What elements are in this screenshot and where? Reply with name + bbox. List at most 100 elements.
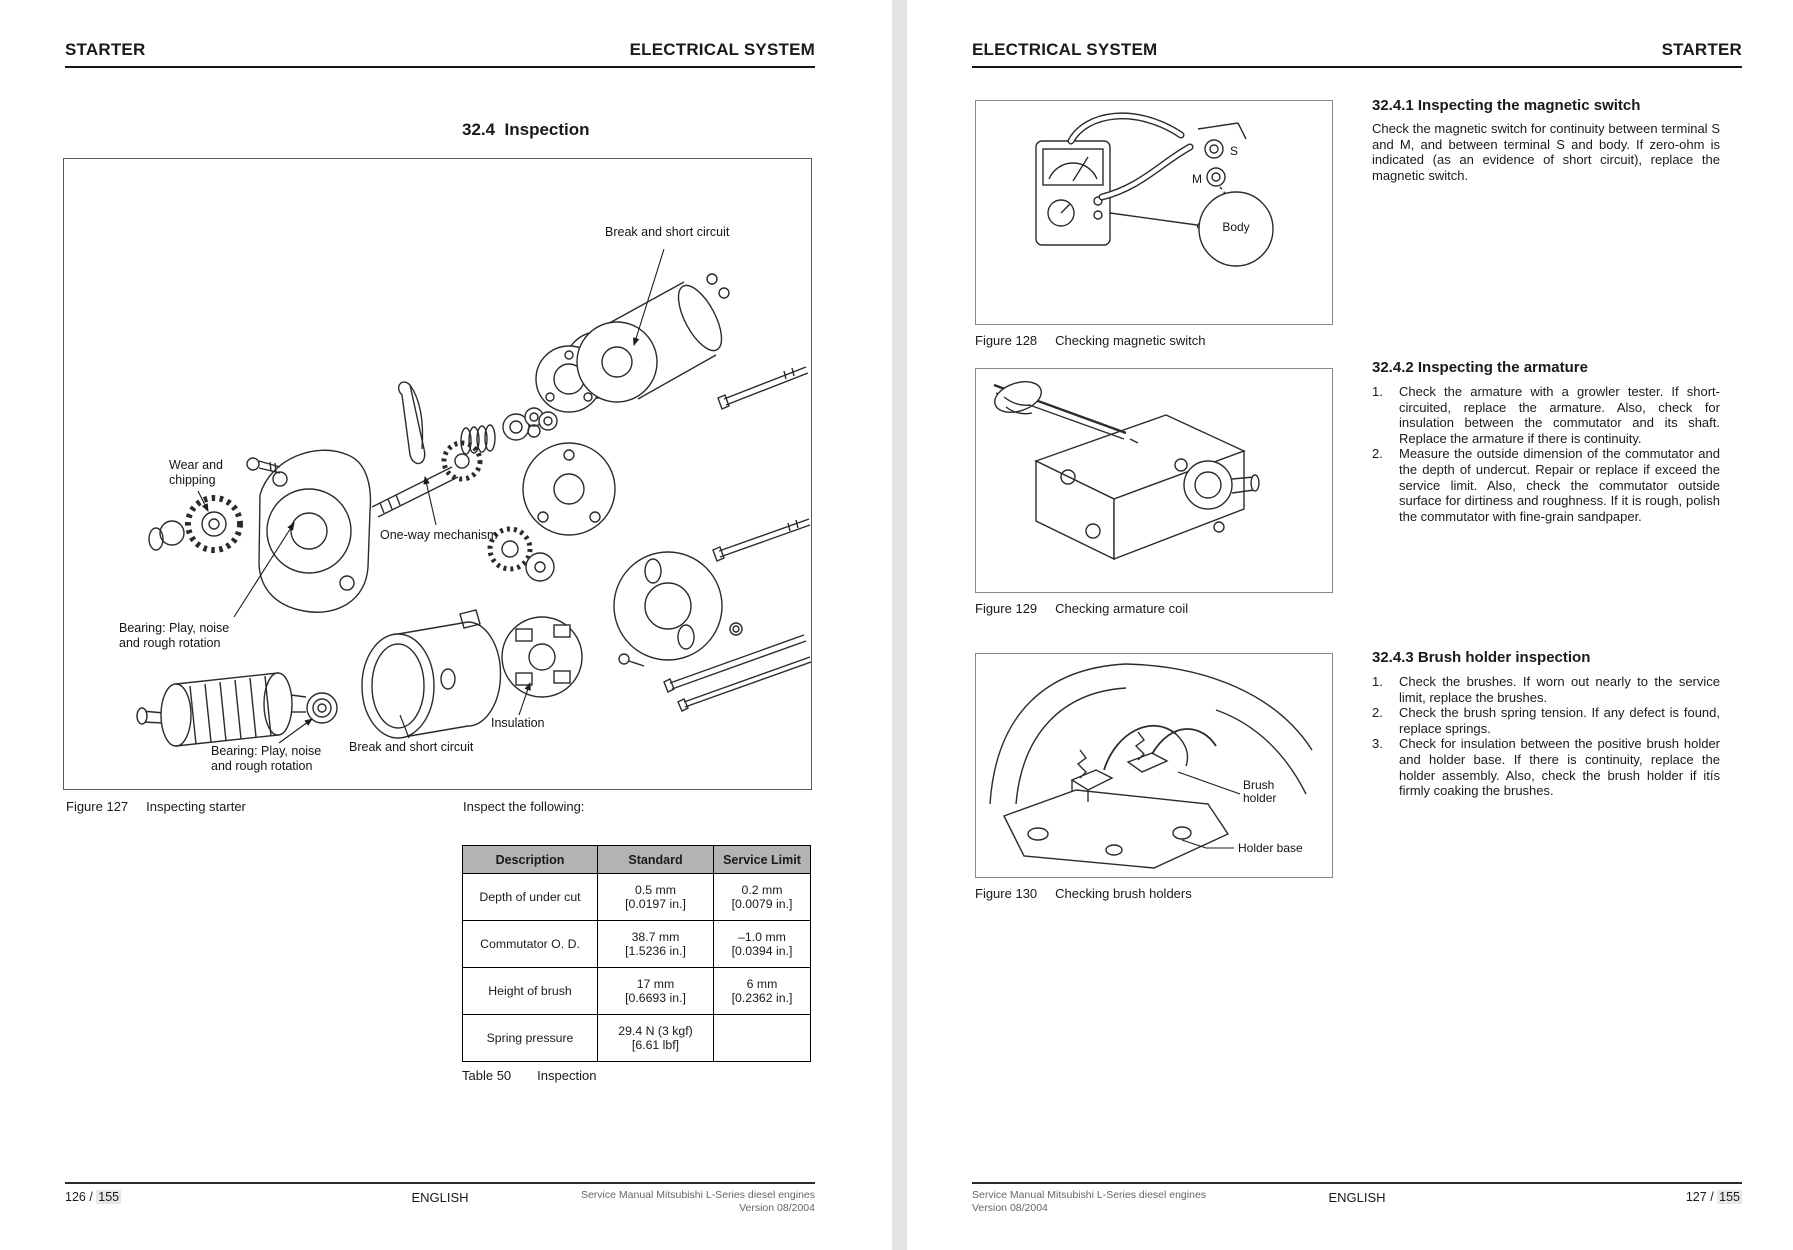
footer-rule (65, 1182, 815, 1184)
page-number-total-field[interactable]: 155 (1717, 1190, 1742, 1204)
magnetic-switch-drawing (576, 273, 730, 403)
page-header: ELECTRICAL SYSTEM STARTER (972, 40, 1742, 60)
footer-source-line1: Service Manual Mitsubishi L-Series diese… (972, 1189, 1207, 1201)
list-item-number: 1. (1372, 384, 1383, 399)
cell-description: Commutator O. D. (462, 920, 598, 968)
page-header: STARTER ELECTRICAL SYSTEM (65, 40, 815, 60)
body-terminal-drawing (1109, 191, 1274, 267)
spring-washers-drawing (460, 407, 544, 455)
list-32-4-3: 1. Check the brushes. If worn out nearly… (1372, 674, 1720, 799)
page-number: 126 / 155 (65, 1190, 122, 1204)
brush-holder-label: Brush holder (1243, 778, 1277, 805)
header-section-left: ELECTRICAL SYSTEM (972, 40, 1158, 59)
clutch-shaft-drawing (371, 440, 483, 518)
list-item: 2. Check the brush spring tension. If an… (1372, 705, 1720, 736)
pinion-gear-drawing (148, 495, 243, 553)
holder-base-label: Holder base (1238, 841, 1303, 855)
callout-wear-and-chipping: Wear and chipping (169, 458, 223, 487)
list-item-text: Measure the outside dimension of the com… (1399, 446, 1720, 524)
page-number-total-field[interactable]: 155 (96, 1190, 122, 1204)
armature-block-drawing (1034, 414, 1260, 561)
list-item: 1. Check the brushes. If worn out nearly… (1372, 674, 1720, 705)
table-row: Commutator O. D. 38.7 mm [1.5236 in.] –1… (462, 920, 811, 968)
screw-drawing (246, 457, 281, 474)
heading-32-4-2: 32.4.2 Inspecting the armature (1372, 359, 1588, 376)
page-number-current: 127 / (1685, 1190, 1718, 1204)
multimeter-drawing (1035, 140, 1111, 246)
footer-language: ENGLISH (411, 1190, 469, 1205)
footer-source-line1: Service Manual Mitsubishi L-Series diese… (580, 1189, 815, 1201)
cell-service-limit: 6 mm [0.2362 in.] (713, 967, 811, 1015)
figure-130-drawing (989, 663, 1313, 869)
figure-128-caption-text: Checking magnetic switch (1055, 333, 1206, 348)
header-rule (972, 66, 1742, 68)
label-leaders (1177, 771, 1241, 849)
page-number-current: 126 / (65, 1190, 97, 1204)
figure-127-label: Figure 127 (66, 799, 129, 814)
body-label: Body (1222, 220, 1250, 234)
header-rule (65, 66, 815, 68)
table-50-label: Table 50 (462, 1068, 512, 1083)
figure-128-caption: Figure 128 Checking magnetic switch (975, 333, 1205, 348)
figure-128-label: Figure 128 (975, 333, 1038, 348)
cell-service-limit: –1.0 mm [0.0394 in.] (713, 920, 811, 968)
list-item-text: Check the brushes. If worn out nearly to… (1399, 674, 1720, 705)
callout-bearing-play-noise-1: Bearing: Play, noise and rough rotation (119, 621, 230, 650)
list-item-text: Check for insulation between the positiv… (1399, 736, 1720, 799)
list-item-number: 2. (1372, 446, 1383, 462)
through-bolts-drawing (618, 634, 812, 712)
list-32-4-2: 1. Check the armature with a growler tes… (1372, 384, 1720, 524)
callout-break-and-short-circuit-bottom: Break and short circuit (349, 740, 474, 754)
drive-housing-drawing (258, 449, 372, 613)
figure-129-caption-text: Checking armature coil (1055, 601, 1189, 616)
figure-130-label: Figure 130 (975, 886, 1038, 901)
figure-127-drawing (136, 248, 812, 747)
footer-rule (972, 1182, 1742, 1184)
list-item: 2. Measure the outside dimension of the … (1372, 446, 1720, 524)
table-row: Height of brush 17 mm [0.6693 in.] 6 mm … (462, 967, 811, 1015)
figure-127-box: Break and short circuit Wear and chippin… (63, 158, 812, 790)
yoke-case-drawing (361, 609, 502, 739)
armature-drawing (136, 672, 307, 747)
header-section-right: STARTER (1661, 40, 1742, 59)
inspection-table: Description Standard Service Limit Depth… (462, 845, 811, 1062)
bearing-drawing (306, 692, 338, 724)
header-section-right: ELECTRICAL SYSTEM (629, 40, 815, 59)
footer-language: ENGLISH (1328, 1190, 1386, 1205)
heading-32-4-3: 32.4.3 Brush holder inspection (1372, 649, 1591, 666)
list-item-text: Check the brush spring tension. If any d… (1399, 705, 1720, 736)
heading-32-4-1: 32.4.1 Inspecting the magnetic switch (1372, 97, 1641, 114)
figure-130-box: Brush holder Holder base (975, 653, 1333, 878)
cell-description: Depth of under cut (462, 873, 598, 921)
switch-terminals-drawing (1197, 122, 1247, 198)
table-50-caption-text: Inspection (537, 1068, 597, 1083)
figure-129-box (975, 368, 1333, 593)
footer-source: Service Manual Mitsubishi L-Series diese… (972, 1189, 1742, 1215)
hand-probe-drawing (993, 381, 1139, 444)
cell-service-limit: 0.2 mm [0.0079 in.] (713, 873, 811, 921)
shift-lever-drawing (398, 381, 426, 465)
figure-129-drawing (993, 381, 1260, 561)
figure-130-caption: Figure 130 Checking brush holders (975, 886, 1192, 901)
table-row: Spring pressure 29.4 N (3 kgf) [6.61 lbf… (462, 1014, 811, 1062)
callout-break-and-short-circuit-top: Break and short circuit (605, 225, 730, 239)
figure-127-caption: Figure 127 Inspecting starter (66, 799, 246, 814)
page-number: 127 / 155 (972, 1190, 1742, 1204)
section-title: 32.4 Inspection (462, 120, 590, 139)
callout-bearing-play-noise-2: Bearing: Play, noise and rough rotation (211, 744, 322, 773)
cell-standard: 38.7 mm [1.5236 in.] (597, 920, 714, 968)
col-header-service-limit: Service Limit (713, 845, 811, 874)
end-frame-drawing (613, 551, 743, 661)
callout-one-way-mechanism: One-way mechanism (380, 528, 498, 542)
cell-standard: 17 mm [0.6693 in.] (597, 967, 714, 1015)
figure-128-drawing (1035, 112, 1274, 267)
figure-127-caption-text: Inspecting starter (146, 799, 246, 814)
page-left: STARTER ELECTRICAL SYSTEM 32.4 Inspectio… (0, 0, 892, 1250)
table-header-row: Description Standard Service Limit (462, 845, 811, 874)
figure-130-caption-text: Checking brush holders (1055, 886, 1192, 901)
inspect-note: Inspect the following: (463, 799, 585, 814)
brush-plate-drawing (501, 616, 583, 698)
page-right: ELECTRICAL SYSTEM STARTER (907, 0, 1793, 1250)
long-bolts-drawing (712, 366, 811, 562)
header-section-left: STARTER (65, 40, 146, 59)
